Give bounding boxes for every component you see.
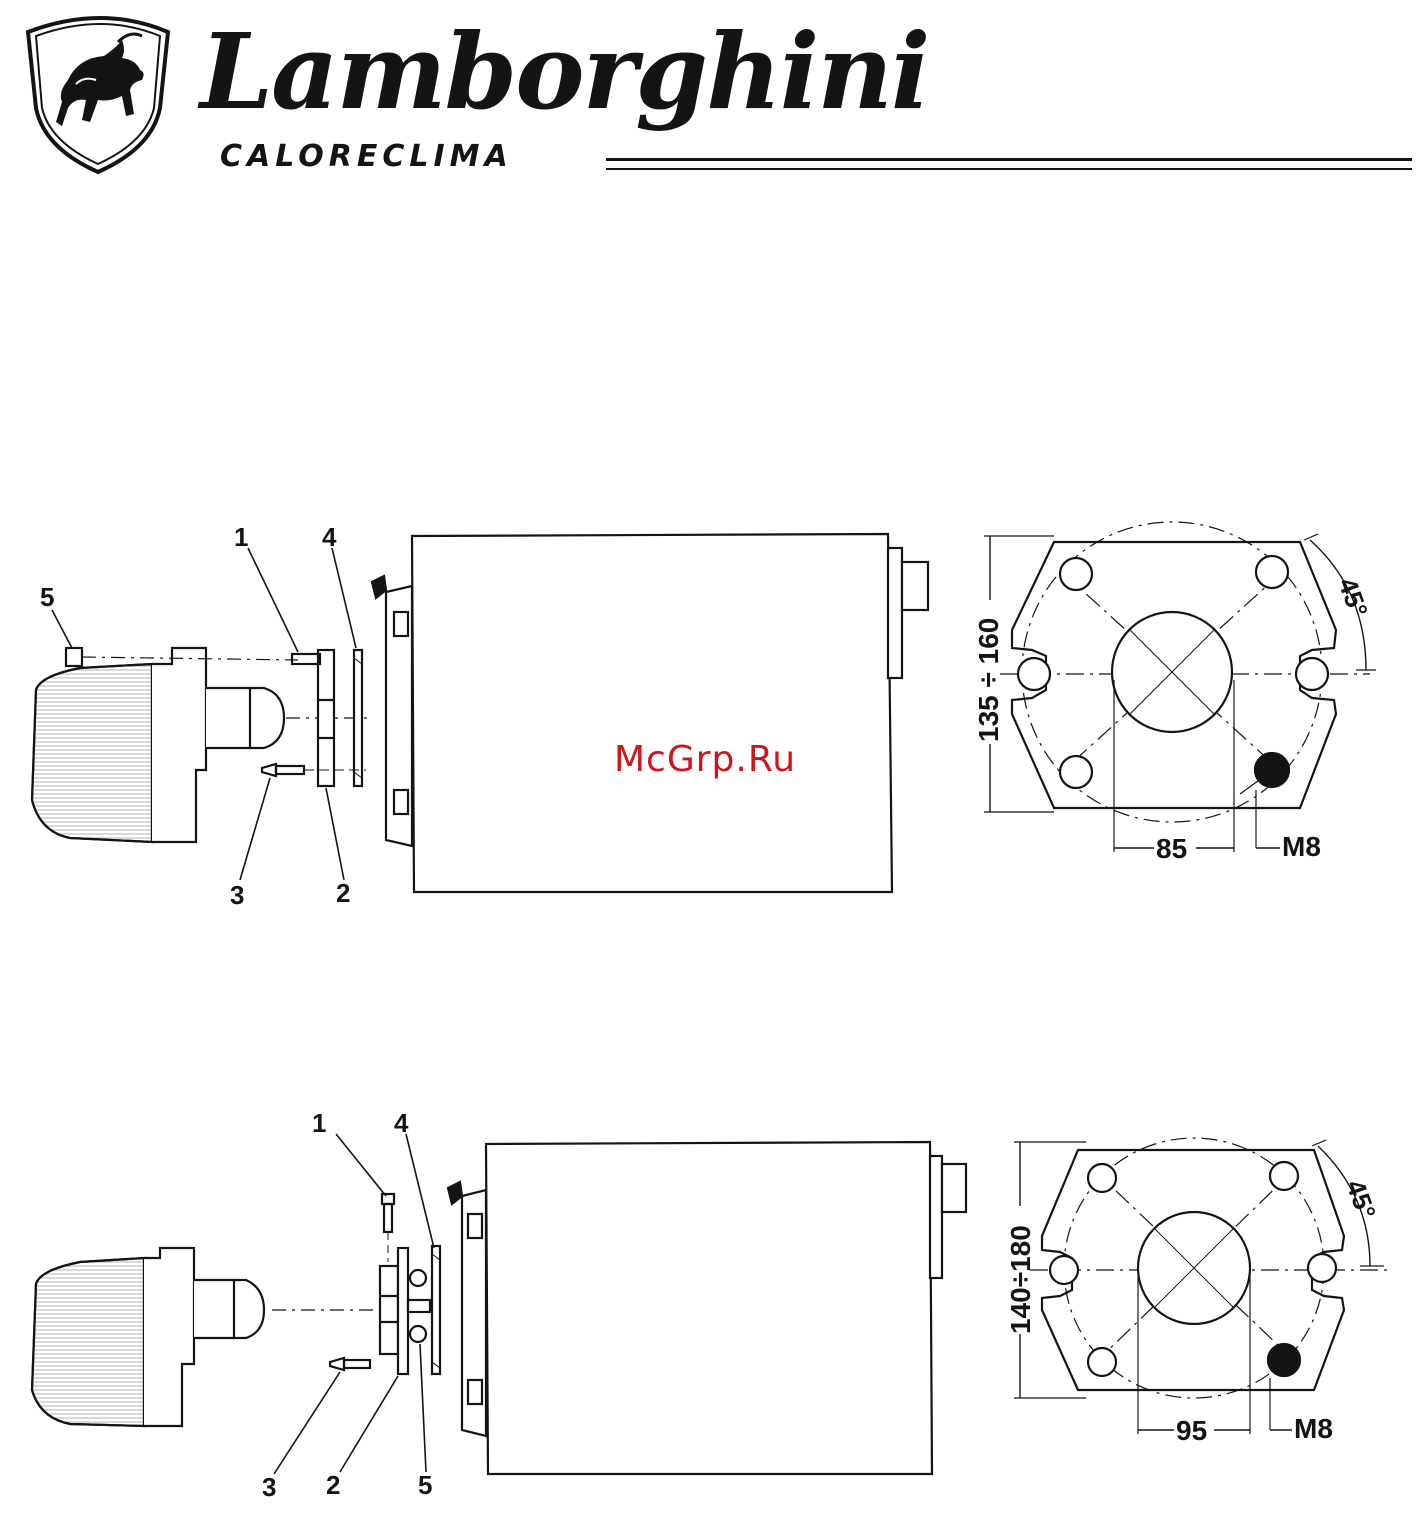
flange-view-top bbox=[984, 522, 1376, 852]
callout-5-top: 5 bbox=[40, 582, 54, 612]
width-dimension-bottom: 95 bbox=[1176, 1415, 1207, 1446]
callout-2-bottom: 2 bbox=[326, 1470, 340, 1500]
width-dimension-top: 85 bbox=[1156, 833, 1187, 864]
thread-label-bottom: M8 bbox=[1294, 1413, 1333, 1444]
angle-label-bottom: 45° bbox=[1340, 1176, 1382, 1223]
height-dimension-bottom: 140÷180 bbox=[1005, 1225, 1036, 1334]
callout-3-bottom: 3 bbox=[262, 1472, 276, 1502]
callout-1-bottom: 1 bbox=[312, 1108, 326, 1138]
thread-label-top: M8 bbox=[1282, 831, 1321, 862]
watermark-text: McGrp.Ru bbox=[614, 742, 796, 778]
burner-bottom bbox=[32, 1248, 392, 1426]
callout-3-top: 3 bbox=[230, 880, 244, 910]
angle-label-top: 45° bbox=[1332, 574, 1374, 621]
callout-2-top: 2 bbox=[336, 878, 350, 908]
callout-4-bottom: 4 bbox=[394, 1108, 409, 1138]
callout-5-bottom: 5 bbox=[418, 1470, 432, 1500]
flange-view-bottom bbox=[1014, 1138, 1390, 1434]
height-dimension-top: 135 ÷ 160 bbox=[973, 618, 1004, 742]
callout-4-top: 4 bbox=[322, 522, 337, 552]
callout-1-top: 1 bbox=[234, 522, 248, 552]
